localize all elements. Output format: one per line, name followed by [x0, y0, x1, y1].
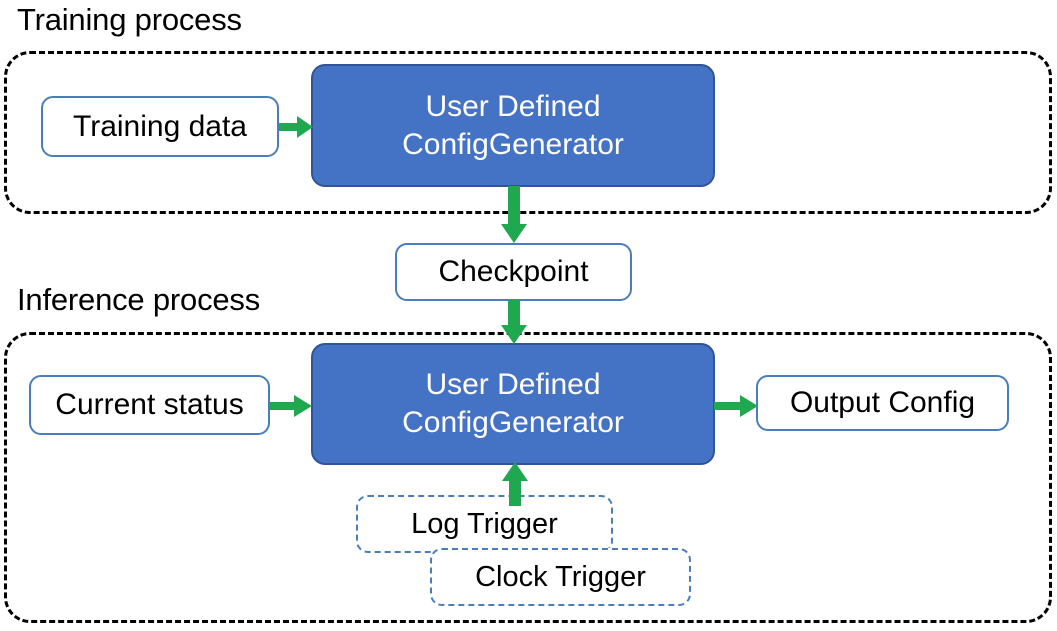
node-training-data[interactable]: Training data — [41, 96, 279, 157]
node-clock-trigger-label: Clock Trigger — [475, 560, 646, 593]
group-training-process — [4, 51, 1052, 214]
node-current-status[interactable]: Current status — [29, 375, 270, 435]
arrow-configgenerator-to-output-config — [714, 395, 758, 417]
arrow-current-status-to-configgenerator — [270, 395, 312, 417]
node-current-status-label: Current status — [55, 388, 244, 421]
node-clock-trigger[interactable]: Clock Trigger — [430, 548, 691, 606]
group-inference-process — [4, 332, 1052, 623]
arrow-training-data-to-configgenerator — [279, 116, 313, 138]
section-title-inference: Inference process — [17, 282, 261, 317]
node-cfg-training-label-line1: User Defined — [425, 89, 601, 123]
section-title-training: Training process — [17, 2, 242, 37]
node-cfg-inference-label-line1: User Defined — [425, 368, 601, 401]
arrow-triggers-to-configgenerator — [502, 462, 528, 506]
node-log-trigger-label: Log Trigger — [411, 507, 558, 540]
node-training-data-label: Training data — [73, 109, 247, 143]
arrow-checkpoint-to-configgenerator — [501, 300, 527, 344]
node-output-config-label: Output Config — [789, 386, 976, 419]
node-cfg-inference-label-line2: ConfigGenerator — [402, 406, 624, 439]
node-cfg-training-label-line2: ConfigGenerator — [402, 127, 624, 161]
node-user-defined-configgenerator-inference[interactable]: User Defined ConfigGenerator — [311, 343, 715, 465]
node-checkpoint-label: Checkpoint — [438, 255, 589, 288]
node-user-defined-configgenerator-training[interactable]: User Defined ConfigGenerator — [311, 64, 715, 187]
node-log-trigger[interactable]: Log Trigger — [356, 495, 613, 553]
arrow-configgenerator-to-checkpoint — [501, 186, 527, 243]
node-output-config[interactable]: Output Config — [756, 375, 1009, 431]
node-checkpoint[interactable]: Checkpoint — [395, 243, 632, 301]
